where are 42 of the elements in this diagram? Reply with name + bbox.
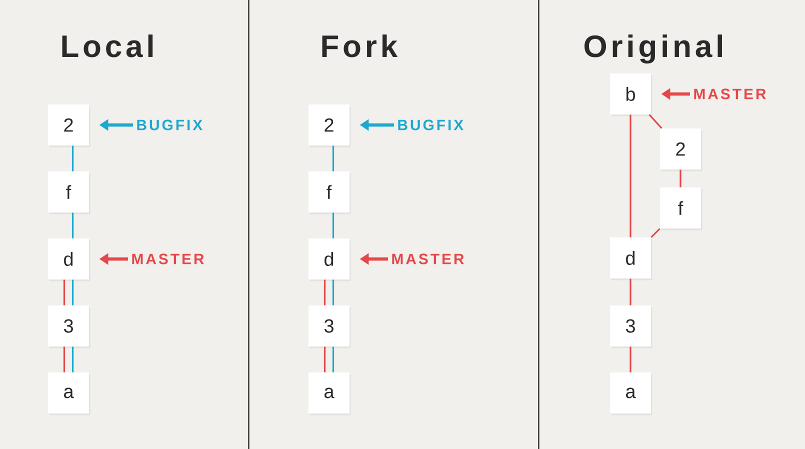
connector-line [63, 280, 66, 306]
connector-line [72, 146, 74, 172]
connector-line [63, 346, 66, 372]
connector-line [630, 346, 632, 372]
branch-label: MASTER [694, 88, 766, 100]
commit-box: 3 [48, 306, 90, 348]
commit-box: f [48, 171, 90, 214]
connector-line [630, 278, 632, 306]
connector-line [72, 346, 74, 372]
commit-box: 2 [308, 104, 351, 148]
connector-line [332, 280, 334, 306]
commit-box: 3 [308, 306, 351, 348]
connector-line [650, 228, 660, 238]
branch-label: MASTER [392, 254, 464, 264]
commit-box: a [610, 372, 652, 416]
commit-box: d [48, 238, 90, 282]
connector-line [648, 114, 662, 129]
connector-line [72, 212, 74, 238]
connector-line [72, 280, 74, 306]
commit-box: 2 [48, 104, 90, 148]
commit-box: a [308, 372, 351, 416]
connector-line [332, 212, 334, 238]
commit-box: 2 [660, 128, 702, 172]
commit-box: b [610, 74, 652, 116]
commit-box: d [308, 238, 351, 282]
connector-line [680, 170, 682, 188]
connector-line [324, 280, 326, 306]
branch-label: MASTER [132, 254, 204, 264]
commit-box: 3 [610, 306, 652, 348]
connector-line [332, 146, 334, 172]
connector-line [630, 114, 632, 238]
commit-box: a [48, 372, 90, 416]
panel-title: Original [584, 34, 722, 64]
commit-box: f [660, 188, 702, 230]
connector-line [332, 346, 334, 372]
panel-title: Local [62, 34, 153, 58]
commit-box: f [308, 171, 351, 214]
commit-box: d [610, 238, 652, 280]
branch-label: BUGFIX [137, 120, 202, 130]
branch-label: BUGFIX [398, 120, 464, 130]
connector-line [324, 346, 326, 372]
panel-title: Fork [322, 34, 398, 58]
